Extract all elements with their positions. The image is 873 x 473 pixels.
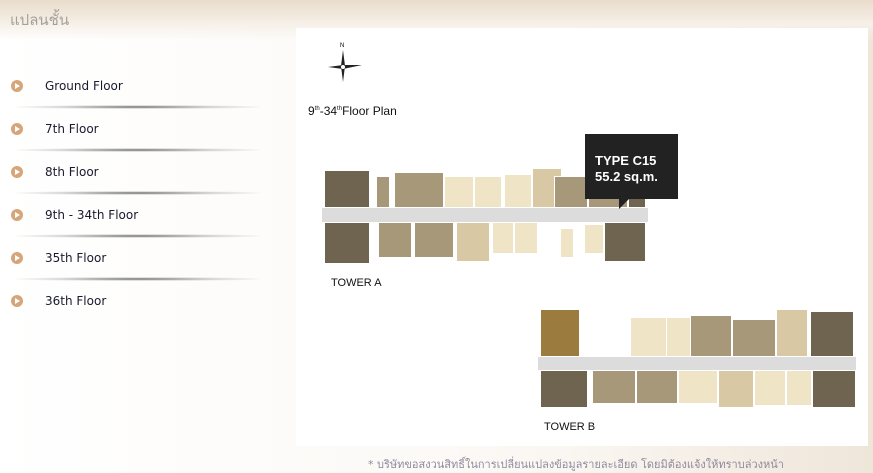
unit-block[interactable] [690, 315, 732, 357]
menu-item-35th-floor[interactable]: 35th Floor [0, 234, 270, 281]
floor-plan-title: 9th-34thFloor Plan [308, 104, 397, 118]
unit-block[interactable] [474, 176, 502, 208]
unit-block[interactable] [514, 222, 538, 254]
tower-b-plan[interactable] [538, 307, 856, 409]
floor-menu: Ground Floor 7th Floor 8th Floor 9th - 3… [0, 62, 270, 320]
disclaimer: * บริษัทขอสงวนสิทธิ์ในการเปลี่ยนแปลงข้อม… [368, 458, 784, 471]
unit-block[interactable] [604, 222, 646, 262]
unit-block[interactable] [378, 222, 412, 258]
arrow-right-icon [11, 166, 23, 178]
unit-block[interactable] [718, 370, 754, 408]
menu-label: 35th Floor [45, 251, 107, 265]
divider [15, 234, 260, 238]
page-title: แปลนชั้น [10, 11, 70, 29]
menu-item-9th-34th-floor[interactable]: 9th - 34th Floor [0, 191, 270, 238]
compass-icon: N [326, 40, 366, 85]
unit-type: TYPE C15 [595, 153, 657, 168]
unit-block[interactable] [754, 370, 786, 406]
menu-item-36th-floor[interactable]: 36th Floor [0, 277, 270, 320]
unit-block[interactable] [666, 317, 692, 357]
unit-block[interactable] [376, 176, 390, 208]
unit-block[interactable] [560, 228, 574, 258]
arrow-right-icon [11, 123, 23, 135]
menu-label: 9th - 34th Floor [45, 208, 139, 222]
arrow-right-icon [11, 295, 23, 307]
unit-block[interactable] [592, 370, 636, 404]
unit-block[interactable] [492, 222, 514, 254]
unit-block[interactable] [584, 224, 604, 254]
unit-block[interactable] [504, 174, 532, 208]
unit-block[interactable] [540, 370, 588, 408]
unit-block[interactable] [540, 309, 580, 357]
unit-block[interactable] [678, 370, 718, 404]
unit-block[interactable] [456, 222, 490, 262]
unit-block[interactable] [394, 172, 444, 208]
unit-block[interactable] [786, 370, 812, 406]
menu-item-8th-floor[interactable]: 8th Floor [0, 148, 270, 195]
divider [15, 148, 260, 152]
arrow-right-icon [11, 209, 23, 221]
menu-item-7th-floor[interactable]: 7th Floor [0, 105, 270, 152]
menu-item-ground-floor[interactable]: Ground Floor [0, 62, 270, 109]
tower-a-plan[interactable] [322, 168, 648, 266]
unit-block[interactable] [812, 370, 856, 408]
unit-block[interactable] [776, 309, 808, 357]
divider [15, 277, 260, 281]
unit-block[interactable] [324, 170, 370, 208]
menu-label: 7th Floor [45, 122, 99, 136]
arrow-right-icon [11, 80, 23, 92]
unit-block[interactable] [630, 317, 670, 357]
divider [15, 191, 260, 195]
unit-block[interactable] [324, 222, 370, 264]
menu-label: 36th Floor [45, 294, 107, 308]
arrow-right-icon [11, 252, 23, 264]
corridor [538, 357, 856, 370]
unit-block[interactable] [554, 176, 588, 208]
unit-block[interactable] [414, 222, 454, 258]
unit-block[interactable] [444, 176, 474, 208]
corridor [322, 208, 648, 222]
unit-block[interactable] [636, 370, 678, 404]
unit-block[interactable] [810, 311, 854, 357]
unit-area: 55.2 sq.m. [595, 169, 658, 184]
menu-label: 8th Floor [45, 165, 99, 179]
menu-label: Ground Floor [45, 79, 123, 93]
tower-a-label: TOWER A [331, 277, 382, 289]
unit-block[interactable] [732, 319, 776, 357]
divider [15, 105, 260, 109]
svg-text:N: N [340, 43, 344, 49]
tower-b-label: TOWER B [544, 421, 596, 433]
